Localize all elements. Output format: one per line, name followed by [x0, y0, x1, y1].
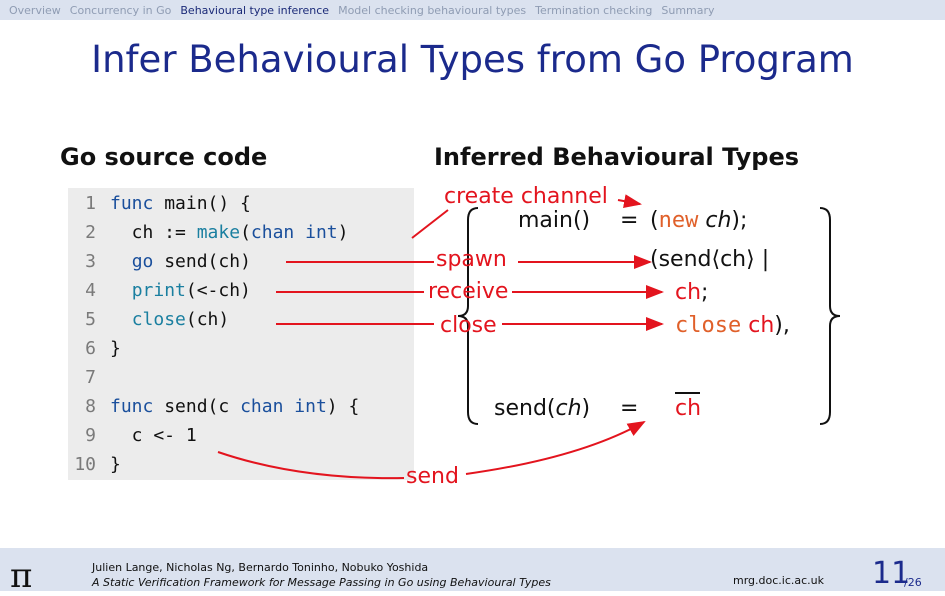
- label-send: send: [406, 464, 459, 489]
- arrow-make-to-create-channel: [411, 209, 449, 239]
- line-number: 7: [85, 367, 96, 388]
- nav-item-model-checking[interactable]: Model checking behavioural types: [338, 3, 527, 17]
- nav-item-concurrency[interactable]: Concurrency in Go: [69, 3, 172, 17]
- code-line-2: ch := make(chan int): [110, 222, 349, 243]
- code-line-3: go send(ch): [131, 251, 251, 272]
- page-total: /26: [904, 576, 922, 589]
- line-number: 2: [85, 222, 96, 243]
- nav-item-overview[interactable]: Overview: [9, 3, 61, 17]
- nav-item-termination-checking[interactable]: Termination checking: [535, 3, 653, 17]
- slide-title: Infer Behavioural Types from Go Program: [91, 38, 854, 81]
- line-number: 6: [85, 338, 96, 359]
- code-line-8: func send(c chan int) {: [110, 396, 360, 417]
- type-main-lhs: main(): [518, 208, 591, 233]
- code-line-1: func main() {: [110, 193, 251, 214]
- type-receive-ch: ch;: [675, 280, 709, 305]
- footer-bar: [0, 548, 945, 591]
- arrow-create-channel: [617, 194, 642, 209]
- line-number: 9: [85, 425, 96, 446]
- label-spawn: spawn: [436, 247, 507, 272]
- line-number: 8: [85, 396, 96, 417]
- code-line-10: }: [110, 454, 121, 475]
- code-line-6: }: [110, 338, 121, 359]
- type-send-eq: =: [620, 396, 639, 421]
- type-send-output: ch: [675, 396, 702, 421]
- label-receive: receive: [428, 279, 509, 304]
- type-send-lhs: send(ch): [494, 396, 591, 421]
- pi-logo-icon: π: [10, 556, 33, 596]
- line-number: 1: [85, 193, 96, 214]
- line-number: 5: [85, 309, 96, 330]
- code-listing: [68, 188, 414, 480]
- footer-paper-title: A Static Verification Framework for Mess…: [92, 576, 551, 589]
- nav-item-behavioural-type-inference[interactable]: Behavioural type inference: [180, 3, 330, 17]
- type-new-ch: (new ch);: [650, 208, 748, 233]
- arrow-send-to-type: [465, 421, 646, 475]
- line-number: 10: [74, 454, 96, 475]
- footer-authors: Julien Lange, Nicholas Ng, Bernardo Toni…: [92, 561, 429, 574]
- label-create-channel: create channel: [444, 184, 608, 209]
- go-source-heading: Go source code: [60, 143, 268, 171]
- right-brace: [819, 207, 841, 425]
- code-line-9: c <- 1: [110, 425, 197, 446]
- section-navigation: Overview Concurrency in Go Behavioural t…: [0, 0, 945, 20]
- type-main-eq: =: [620, 208, 639, 233]
- line-number: 4: [85, 280, 96, 301]
- page-number: 11: [872, 556, 911, 591]
- line-number: 3: [85, 251, 96, 272]
- type-close-ch: close ch),: [675, 313, 790, 338]
- label-close: close: [440, 313, 497, 338]
- inferred-types-heading: Inferred Behavioural Types: [434, 143, 800, 171]
- nav-item-summary[interactable]: Summary: [661, 3, 715, 17]
- code-line-5: close(ch): [131, 309, 230, 330]
- code-line-4: print(<-ch): [131, 280, 251, 301]
- footer-url[interactable]: mrg.doc.ic.ac.uk: [733, 574, 825, 587]
- type-spawn-send: (send⟨ch⟩ |: [650, 247, 770, 272]
